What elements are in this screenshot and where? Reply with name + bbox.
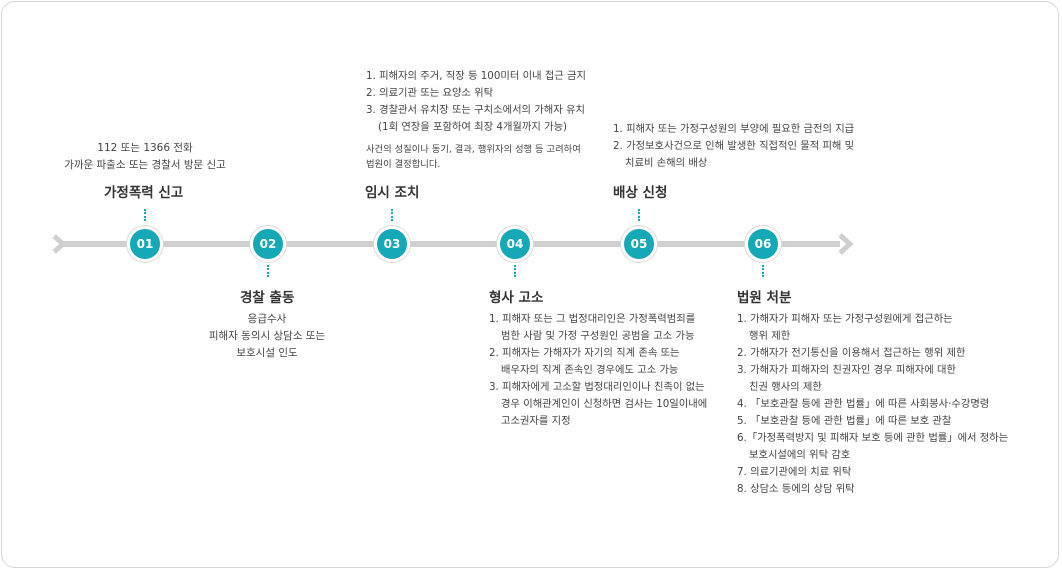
note-line: 사건의 성질이나 동기, 결과, 행위자의 성행 등 고려하여 <box>366 144 581 155</box>
step-02-description: 응급수사 피해자 동의시 상담소 또는 보호시설 인도 <box>190 311 344 362</box>
list-item: 2. 가정보호사건으로 인해 발생한 직접적인 물적 피해 및 <box>613 140 855 152</box>
step-03-note: 사건의 성질이나 동기, 결과, 행위자의 성행 등 고려하여 법원이 결정합니… <box>366 142 581 172</box>
step-04-list: 1. 피해자 또는 그 법정대리인은 가정폭력범죄를 범한 사람 및 가정 구성… <box>489 311 707 430</box>
step-02-line: 응급수사 <box>247 313 287 325</box>
step-04-title: 형사 고소 <box>489 290 544 306</box>
step-node-01: 01 <box>127 226 163 262</box>
step-06-title: 법원 처분 <box>737 290 792 306</box>
list-item: 1. 피해자의 주거, 직장 등 100미터 이내 접근 금지 <box>366 70 586 82</box>
step-02-line: 피해자 동의시 상담소 또는 <box>208 330 326 342</box>
list-item: 1. 가해자가 피해자 또는 가정구성원에게 접근하는 <box>737 313 953 325</box>
list-item: 행위 제한 <box>749 330 791 342</box>
list-item: 치료비 손해의 배상 <box>625 157 708 169</box>
list-item: 배우자의 직계 존속인 경우에도 고소 가능 <box>501 364 679 376</box>
step-02-line: 보호시설 인도 <box>236 347 298 359</box>
step-03-title: 임시 조치 <box>365 185 420 201</box>
step-node-03: 03 <box>374 226 410 262</box>
list-item: 1. 피해자 또는 가정구성원의 부양에 필요한 금전의 지급 <box>613 123 855 135</box>
list-item: 3. 경찰관서 유치장 또는 구치소에서의 가해자 유치 <box>366 104 585 116</box>
connector-03 <box>391 209 393 221</box>
step-01-title: 가정폭력 신고 <box>104 185 184 201</box>
step-node-06: 06 <box>745 226 781 262</box>
list-item: 경우 이해관계인이 신청하면 검사는 10일이내에 <box>501 398 708 410</box>
list-item: 3. 피해자에게 고소할 법정대리인이나 친족이 없는 <box>489 381 705 393</box>
list-item: 5. 「보호관찰 등에 관한 법률」에 따른 보호 관찰 <box>737 415 952 427</box>
step-05-title: 배상 신청 <box>613 185 668 201</box>
list-item: 8. 상담소 등에의 상담 위탁 <box>737 483 855 495</box>
list-item: 친권 행사의 제한 <box>749 381 822 393</box>
step-node-05: 05 <box>621 226 657 262</box>
list-item: (1회 연장을 포함하여 최장 4개월까지 가능) <box>378 121 568 133</box>
step-01-line: 112 또는 1366 전화 <box>97 142 193 154</box>
step-01-description: 112 또는 1366 전화 가까운 파출소 또는 경찰서 방문 신고 <box>40 140 250 174</box>
list-item: 보호시설에의 위탁 감호 <box>749 449 851 461</box>
note-line: 법원이 결정합니다. <box>366 159 441 170</box>
list-item: 범한 사람 및 가정 구성원인 공범을 고소 가능 <box>501 330 695 342</box>
list-item: 2. 의료기관 또는 요양소 위탁 <box>366 87 494 99</box>
connector-01 <box>144 209 146 221</box>
step-02-title: 경찰 출동 <box>240 290 295 306</box>
step-01-line: 가까운 파출소 또는 경찰서 방문 신고 <box>64 159 226 171</box>
list-item: 4. 「보호관찰 등에 관한 법률」에 따른 사회봉사·수강명령 <box>737 398 990 410</box>
step-03-list: 1. 피해자의 주거, 직장 등 100미터 이내 접근 금지 2. 의료기관 … <box>366 68 586 136</box>
connector-02 <box>267 265 269 277</box>
list-item: 고소권자를 지정 <box>501 415 571 427</box>
timeline-end-arrow <box>838 233 854 255</box>
step-node-04: 04 <box>497 226 533 262</box>
list-item: 1. 피해자 또는 그 법정대리인은 가정폭력범죄를 <box>489 313 696 325</box>
step-05-list: 1. 피해자 또는 가정구성원의 부양에 필요한 금전의 지급 2. 가정보호사… <box>613 121 854 172</box>
list-item: 3. 가해자가 피해자의 친권자인 경우 피해자에 대한 <box>737 364 956 376</box>
connector-06 <box>762 265 764 277</box>
connector-05 <box>638 209 640 221</box>
list-item: 6.「가정폭력방지 및 피해자 보호 등에 관한 법률」에서 정하는 <box>737 432 1009 444</box>
list-item: 2. 피해자는 가해자가 자기의 직계 존속 또는 <box>489 347 680 359</box>
step-node-02: 02 <box>250 226 286 262</box>
list-item: 7. 의료기관에의 치료 위탁 <box>737 466 852 478</box>
step-06-list: 1. 가해자가 피해자 또는 가정구성원에게 접근하는 행위 제한 2. 가해자… <box>737 311 1008 498</box>
timeline-start-chevron <box>52 234 67 254</box>
connector-04 <box>514 265 516 277</box>
list-item: 2. 가해자가 전기통신을 이용해서 접근하는 행위 제한 <box>737 347 966 359</box>
